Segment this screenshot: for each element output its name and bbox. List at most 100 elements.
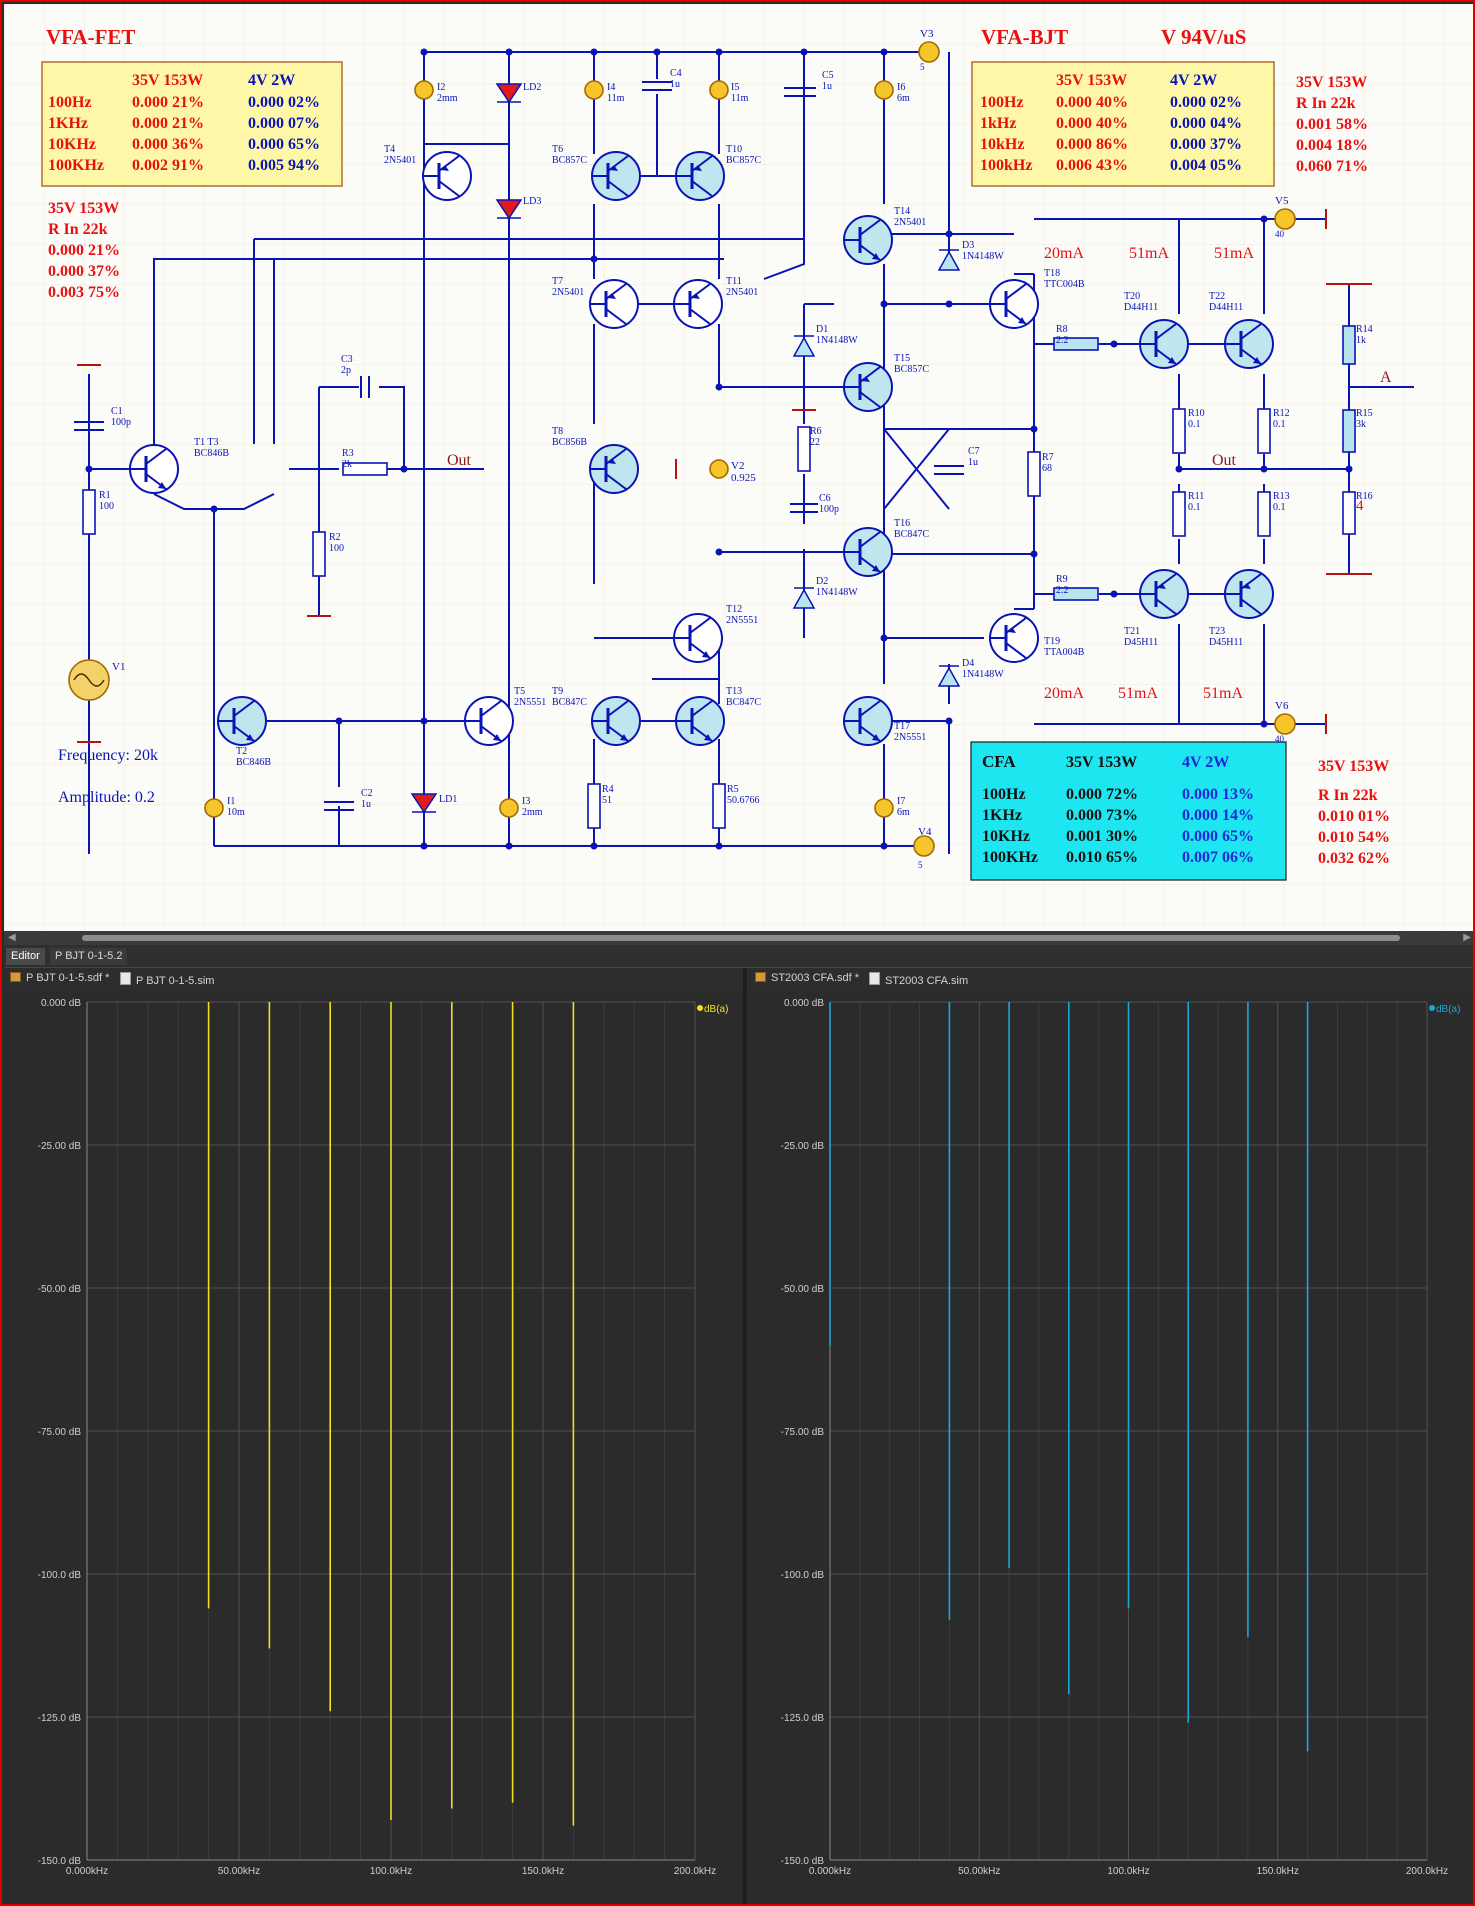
- voltage-source-v6[interactable]: [1274, 713, 1296, 735]
- capacitor-c5[interactable]: [784, 87, 816, 97]
- v3-label: V3: [920, 28, 934, 40]
- transistor-type-label: BC857C: [552, 155, 587, 166]
- transistor-t15[interactable]: [843, 362, 893, 412]
- schematic-canvas[interactable]: VFA-FET VFA-BJT V 94V/uS 35V 153W 4V 2W …: [4, 4, 1473, 931]
- transistor-t4[interactable]: [422, 151, 472, 201]
- resistor-r9[interactable]: [1053, 587, 1099, 601]
- tab-editor[interactable]: Editor: [6, 948, 45, 965]
- resistor-r14[interactable]: [1342, 325, 1356, 365]
- resistor-r1[interactable]: [82, 489, 96, 535]
- transistor-t13[interactable]: [675, 696, 725, 746]
- transistor-t12[interactable]: [673, 613, 723, 663]
- transistor-t22[interactable]: [1224, 319, 1274, 369]
- tab-document[interactable]: P BJT 0-1-5.2: [50, 948, 128, 965]
- led-ld1[interactable]: [410, 793, 438, 814]
- capacitor-c6[interactable]: [790, 503, 818, 513]
- resistor-r3[interactable]: [342, 462, 388, 476]
- resistor-r5[interactable]: [712, 783, 726, 829]
- component-value-label: 1u: [822, 81, 832, 92]
- tab-right-sdf-label: ST2003 CFA.sdf *: [771, 972, 860, 984]
- transistor-id-label: T1 T3: [194, 437, 219, 448]
- tab-right-sdf[interactable]: ST2003 CFA.sdf *: [755, 972, 859, 984]
- resistor-r16[interactable]: [1342, 491, 1356, 535]
- scrollbar-thumb[interactable]: [82, 935, 1400, 941]
- transistor-t5[interactable]: [464, 696, 514, 746]
- vfa-bjt-cell: 0.000 40%: [1056, 115, 1128, 132]
- capacitor-c7[interactable]: [934, 465, 964, 475]
- transistor-t23[interactable]: [1224, 569, 1274, 619]
- transistor-t20[interactable]: [1139, 319, 1189, 369]
- diode-d3[interactable]: [937, 249, 961, 271]
- transistor-t10[interactable]: [675, 151, 725, 201]
- current-source-i6[interactable]: [874, 80, 894, 100]
- vfa-bjt-freq: 1kHz: [980, 115, 1016, 132]
- diode-d1[interactable]: [792, 335, 816, 357]
- resistor-r4[interactable]: [587, 783, 601, 829]
- current-label: 51mA: [1203, 685, 1243, 702]
- vfa-bjt-header-a: 35V 153W: [1056, 72, 1127, 89]
- current-source-i2[interactable]: [414, 80, 434, 100]
- component-id-label: R14: [1356, 324, 1373, 335]
- voltage-source-v2[interactable]: [709, 459, 729, 479]
- component-id-label: R15: [1356, 408, 1373, 419]
- transistor-t17[interactable]: [843, 696, 893, 746]
- capacitor-c4[interactable]: [642, 81, 672, 91]
- x-tick-label: 200.0kHz: [674, 1866, 716, 1877]
- led-ld3[interactable]: [495, 199, 523, 220]
- component-value-label: 2.2: [1056, 335, 1069, 346]
- transistor-t14[interactable]: [843, 215, 893, 265]
- transistor-id-label: T22: [1209, 291, 1225, 302]
- diode-d4[interactable]: [937, 665, 961, 687]
- cfa-table: CFA 35V 153W 4V 2W 100Hz 0.000 72% 1KHz …: [970, 741, 1287, 881]
- resistor-r15[interactable]: [1342, 409, 1356, 453]
- left-spectrum-chart[interactable]: 0.000 dB-25.00 dB-50.00 dB-75.00 dB-100.…: [4, 990, 743, 1906]
- transistor-t16[interactable]: [843, 527, 893, 577]
- voltage-source-v5[interactable]: [1274, 208, 1296, 230]
- right-spectrum-chart[interactable]: 0.000 dB-25.00 dB-50.00 dB-75.00 dB-100.…: [747, 990, 1475, 1906]
- resistor-r12[interactable]: [1257, 408, 1271, 454]
- resistor-r2[interactable]: [312, 531, 326, 577]
- resistor-r10[interactable]: [1172, 408, 1186, 454]
- led-ld2[interactable]: [495, 83, 523, 104]
- capacitor-c3[interactable]: [360, 376, 370, 398]
- current-source-i1[interactable]: [204, 798, 224, 818]
- transistor-t6[interactable]: [591, 151, 641, 201]
- out-net-label-2: Out: [1212, 452, 1237, 469]
- voltage-source-v3[interactable]: [918, 41, 940, 63]
- sine-icon: [73, 673, 105, 687]
- scroll-left-icon[interactable]: ◀: [8, 932, 16, 943]
- horizontal-scrollbar[interactable]: ◀ ▶: [4, 931, 1473, 945]
- transistor-t21[interactable]: [1139, 569, 1189, 619]
- transistor-t8[interactable]: [589, 444, 639, 494]
- transistor-t9[interactable]: [591, 696, 641, 746]
- tab-right-sim[interactable]: ST2003 CFA.sim: [869, 972, 968, 987]
- resistor-r13[interactable]: [1257, 491, 1271, 537]
- resistor-r11[interactable]: [1172, 491, 1186, 537]
- panel-divider[interactable]: [743, 968, 747, 1904]
- schematic-svg: VFA-FET VFA-BJT V 94V/uS 35V 153W 4V 2W …: [4, 4, 1473, 931]
- voltage-source-v4[interactable]: [913, 835, 935, 857]
- transistor-t7[interactable]: [589, 279, 639, 329]
- tab-left-sim[interactable]: P BJT 0-1-5.sim: [120, 972, 214, 987]
- transistor-t19[interactable]: [989, 613, 1039, 663]
- component-id-label: R3: [342, 448, 354, 459]
- transistor-t18[interactable]: [989, 279, 1039, 329]
- current-source-i5[interactable]: [709, 80, 729, 100]
- resistor-r7[interactable]: [1027, 451, 1041, 497]
- capacitor-c1[interactable]: [74, 421, 104, 431]
- resistor-r6[interactable]: [797, 426, 811, 472]
- current-source-i7[interactable]: [874, 798, 894, 818]
- transistor-t2[interactable]: [217, 696, 267, 746]
- resistor-r8[interactable]: [1053, 337, 1099, 351]
- vfa-fet-cell: 0.000 65%: [248, 136, 320, 153]
- current-source-i4[interactable]: [584, 80, 604, 100]
- scroll-right-icon[interactable]: ▶: [1463, 932, 1471, 943]
- transistor-t1-t3[interactable]: [129, 444, 179, 494]
- capacitor-c2[interactable]: [324, 801, 354, 811]
- tab-left-sdf[interactable]: P BJT 0-1-5.sdf *: [10, 972, 109, 984]
- diode-d2[interactable]: [792, 587, 816, 609]
- vfa-bjt-freq: 100kHz: [980, 157, 1032, 174]
- vfa-fet-cell: 0.005 94%: [248, 157, 320, 174]
- transistor-t11[interactable]: [673, 279, 723, 329]
- current-source-i3[interactable]: [499, 798, 519, 818]
